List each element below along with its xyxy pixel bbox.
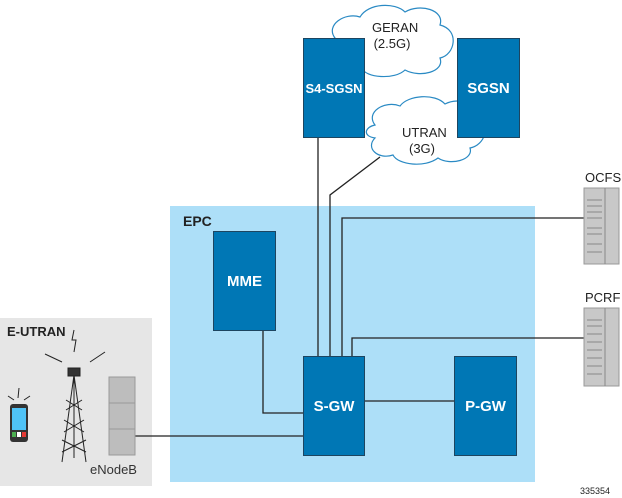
sgsn-node: SGSN (457, 38, 520, 138)
enodeb-label: eNodeB (90, 462, 137, 477)
mme-node: MME (213, 231, 276, 331)
cell-tower-icon (44, 329, 106, 463)
ocfs-server-icon (583, 187, 620, 265)
utran-label: UTRAN (3G) (402, 125, 447, 157)
eutran-label: E-UTRAN (7, 324, 66, 339)
link-ocfs-sgw (341, 217, 584, 357)
pcrf-label: PCRF (585, 290, 621, 305)
utran-gen: (3G) (409, 141, 435, 156)
enodeb-cabinet-icon (108, 376, 136, 456)
pgw-node: P-GW (454, 356, 517, 456)
epc-label: EPC (183, 213, 212, 229)
utran-name: UTRAN (402, 125, 447, 140)
pcrf-server-icon (583, 307, 620, 387)
link-utran-sgw (329, 156, 381, 357)
phone-icon (7, 387, 31, 442)
s4sgsn-node: S4-SGSN (303, 38, 365, 138)
link-pcrf-sgw (351, 337, 584, 357)
link-mme-sgw (262, 330, 305, 414)
sgw-node: S-GW (303, 356, 365, 456)
ocfs-label: OCFS (585, 170, 622, 185)
geran-name: GERAN (372, 20, 419, 35)
geran-gen: (2.5G) (373, 36, 411, 51)
utran-cloud (365, 96, 486, 165)
geran-label: GERAN (2.5G) (372, 20, 419, 52)
figure-id: 335354 (580, 486, 611, 496)
